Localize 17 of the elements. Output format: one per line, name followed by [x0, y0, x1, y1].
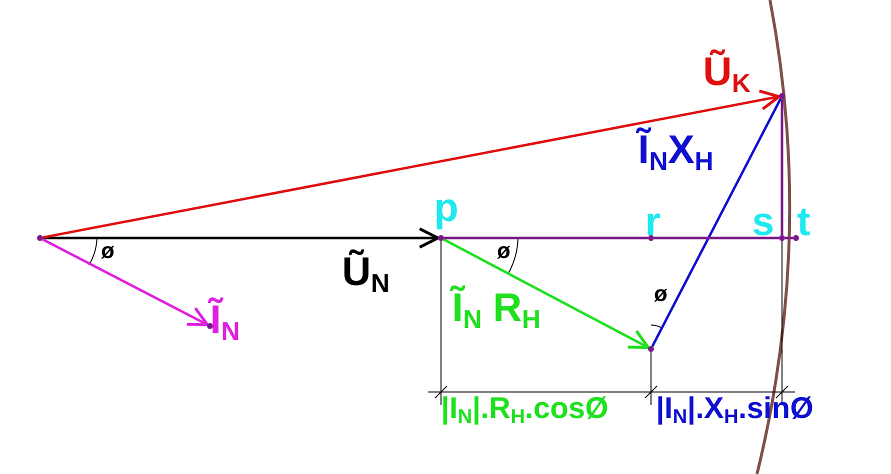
vector-arrow: [42, 238, 209, 326]
vector-arrow: [43, 227, 440, 249]
line: [651, 98, 782, 347]
point-label: p: [434, 188, 458, 228]
line: [785, 236, 793, 240]
point-label: t: [797, 202, 810, 242]
angle-label: ø: [654, 283, 668, 305]
vector-arrow: [42, 90, 781, 239]
line: [444, 236, 648, 240]
line: [780, 99, 784, 235]
angle-label: ø: [101, 240, 114, 262]
dimension-label: |I$_{N}$|.R$_{H}$.cosØ: [441, 394, 608, 424]
point-label: s: [752, 202, 774, 242]
point-label: r: [645, 202, 661, 242]
angle-label: ø: [497, 240, 510, 262]
vector-arrow: [443, 238, 650, 350]
line: [654, 236, 779, 240]
